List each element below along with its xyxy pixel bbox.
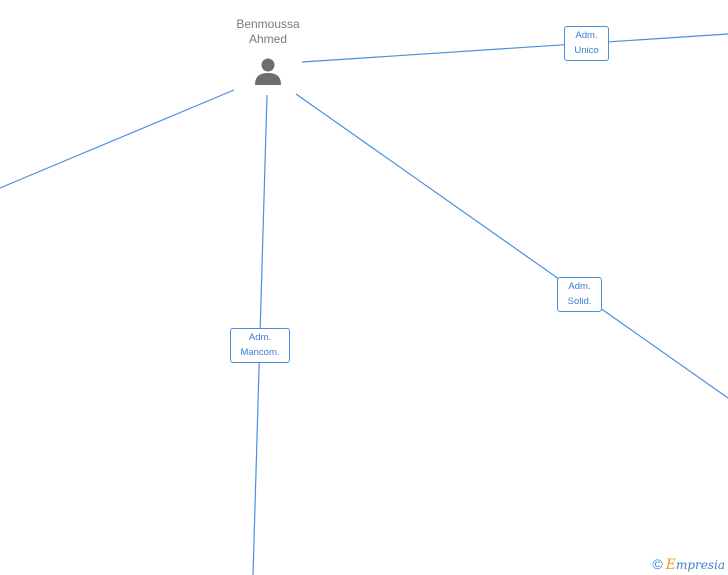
- role-label-line2: Unico: [574, 45, 599, 56]
- edge-to-unico: [301, 33, 728, 63]
- person-name-line1: Benmoussa: [236, 17, 300, 31]
- brand-logo-text: mpresia: [675, 558, 725, 572]
- role-label-line1: Adm.: [248, 332, 272, 343]
- edge-to-left: [0, 89, 235, 189]
- person-node[interactable]: Benmoussa Ahmed: [218, 17, 318, 86]
- role-label-line2: Solid.: [567, 296, 592, 307]
- person-name-line2: Ahmed: [248, 32, 288, 46]
- role-box-adm-solid[interactable]: Adm. Solid.: [557, 277, 602, 312]
- role-label-line1: Adm.: [575, 30, 598, 41]
- copyright-icon: ©: [652, 556, 663, 572]
- person-silhouette-icon: [255, 58, 281, 85]
- role-label-line1: Adm.: [568, 281, 591, 292]
- copyright-footer: ©Empresia: [652, 557, 725, 572]
- role-box-adm-unico[interactable]: Adm. Unico: [564, 26, 609, 61]
- brand-logo-initial: E: [665, 557, 676, 573]
- role-box-adm-mancom[interactable]: Adm. Mancom.: [230, 328, 290, 363]
- role-label-line2: Mancom.: [240, 347, 280, 358]
- edge-to-solid: [295, 93, 728, 399]
